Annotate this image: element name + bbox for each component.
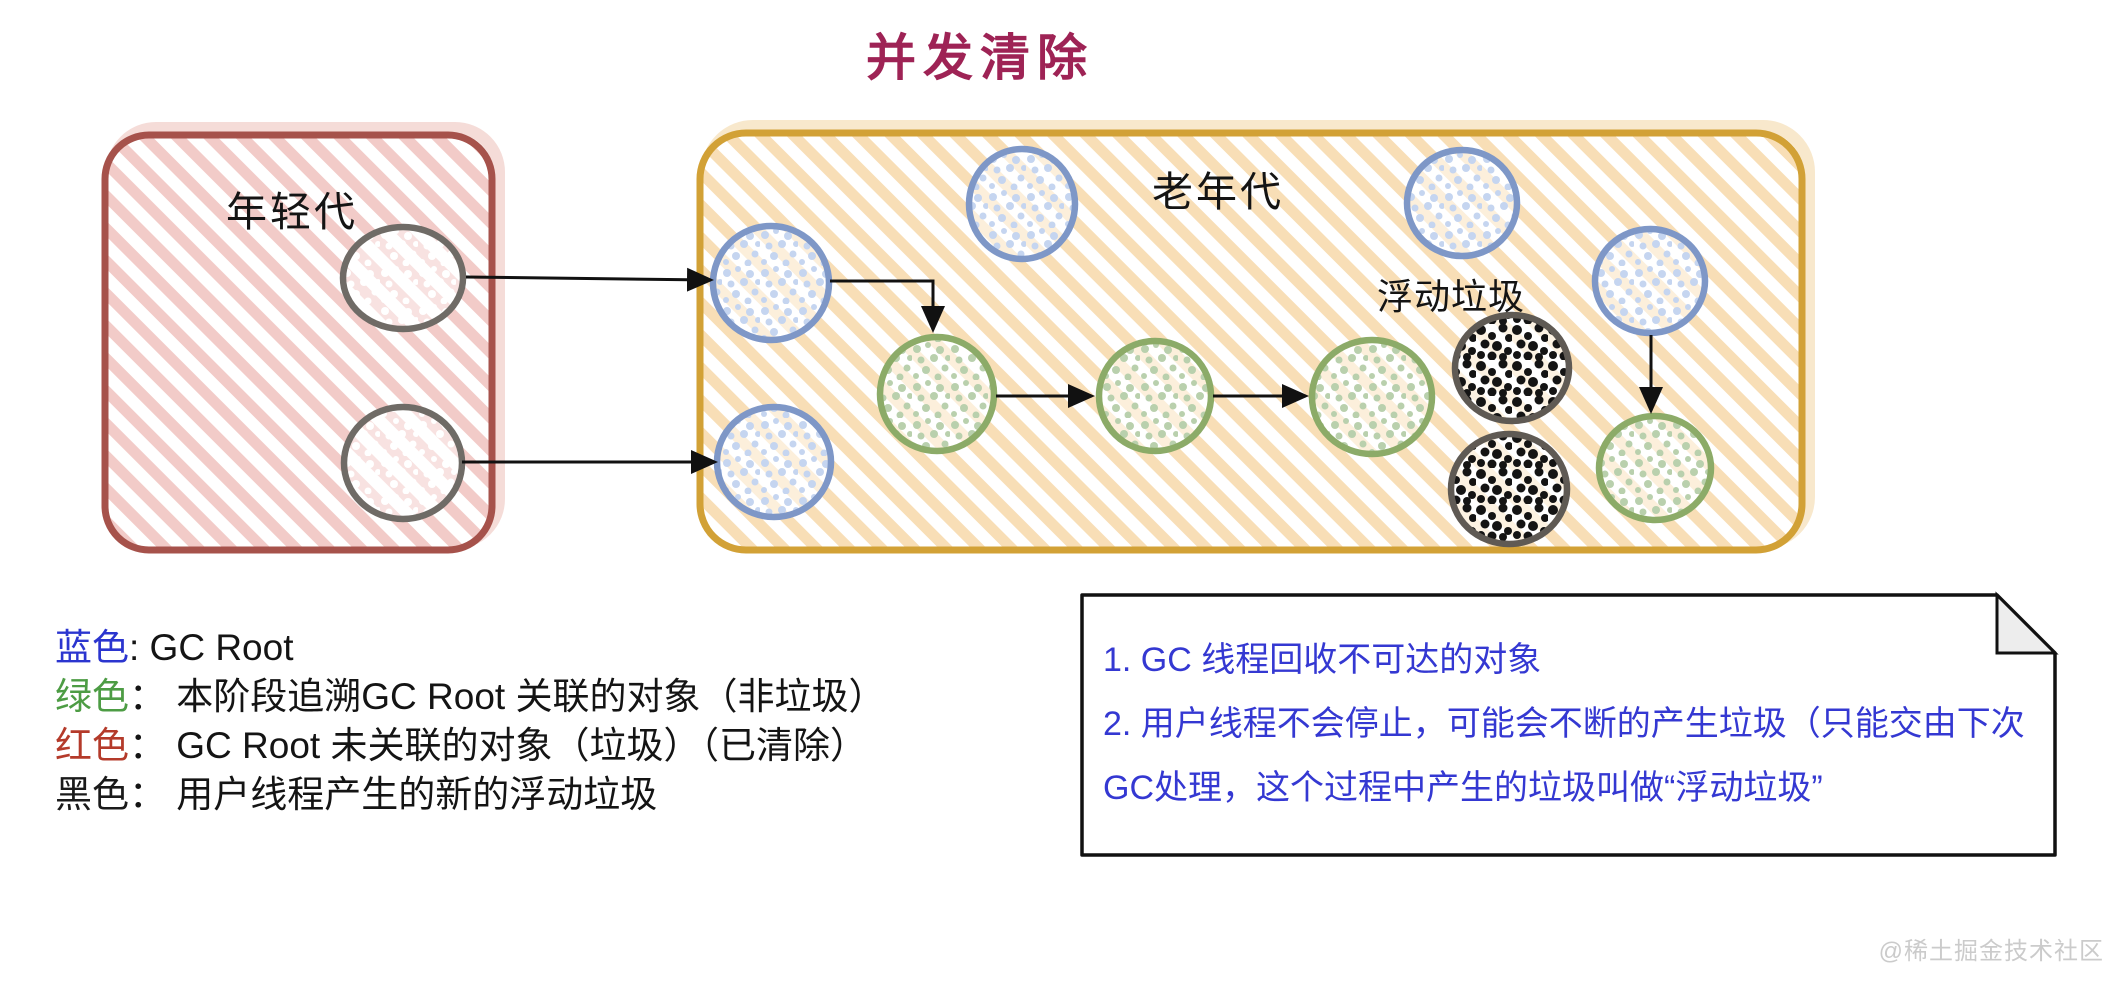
- note-box: [1080, 593, 2057, 857]
- young-gen-object-circle: [340, 403, 466, 523]
- gc-root-circle: [713, 403, 835, 521]
- gc-root-circle: [709, 222, 833, 344]
- traced-object-circle: [876, 333, 998, 455]
- legend-item-red: 红色： GC Root 未关联的对象（垃圾）（已清除）: [55, 721, 886, 770]
- page-title: 并发清除: [866, 30, 1094, 86]
- color-legend: 蓝色: GC Root 绿色： 本阶段追溯GC Root 关联的对象（非垃圾） …: [55, 623, 886, 819]
- watermark: @稀土掘金技术社区: [1878, 938, 2104, 965]
- young-generation-label: 年轻代: [226, 189, 358, 235]
- note-line-3: GC处理，这个过程中产生的垃圾叫做“浮动垃圾”: [1103, 769, 1823, 807]
- legend-term-blue: 蓝色: [55, 627, 129, 668]
- young-gen-object-circle: [339, 223, 467, 333]
- traced-object-circle: [1095, 337, 1215, 455]
- legend-text-green: ： 本阶段追溯GC Root 关联的对象（非垃圾）: [129, 676, 886, 717]
- gc-root-circle: [1403, 146, 1521, 260]
- legend-term-red: 红色: [55, 725, 129, 766]
- floating-garbage-circle: [1447, 430, 1571, 548]
- gc-root-circle: [1591, 225, 1709, 337]
- legend-item-blue: 蓝色: GC Root: [55, 623, 886, 672]
- old-generation-label: 老年代: [1152, 169, 1284, 215]
- note-line-2: 2. 用户线程不会停止，可能会不断的产生垃圾（只能交由下次: [1103, 705, 2025, 743]
- note-box-folded-corner-icon: [1995, 591, 2059, 655]
- legend-text-black: ： 用户线程产生的新的浮动垃圾: [129, 774, 658, 815]
- reference-arrow: [830, 279, 945, 333]
- reference-arrow: [465, 267, 714, 292]
- floating-garbage-label: 浮动垃圾: [1377, 276, 1526, 317]
- traced-object-circle: [1308, 336, 1436, 458]
- gc-root-circle: [965, 145, 1079, 263]
- legend-item-green: 绿色： 本阶段追溯GC Root 关联的对象（非垃圾）: [55, 672, 886, 721]
- traced-object-circle: [1595, 412, 1715, 524]
- legend-text-blue: : GC Root: [129, 627, 294, 668]
- note-line-1: 1. GC 线程回收不可达的对象: [1103, 641, 1542, 679]
- legend-text-red: ： GC Root 未关联的对象（垃圾）（已清除）: [129, 725, 867, 766]
- legend-item-black: 黑色： 用户线程产生的新的浮动垃圾: [55, 770, 886, 819]
- floating-garbage-circle: [1451, 311, 1573, 425]
- legend-term-green: 绿色: [55, 676, 129, 717]
- legend-term-black: 黑色: [55, 774, 129, 815]
- note-text: 1. GC 线程回收不可达的对象 2. 用户线程不会停止，可能会不断的产生垃圾（…: [1103, 628, 2033, 820]
